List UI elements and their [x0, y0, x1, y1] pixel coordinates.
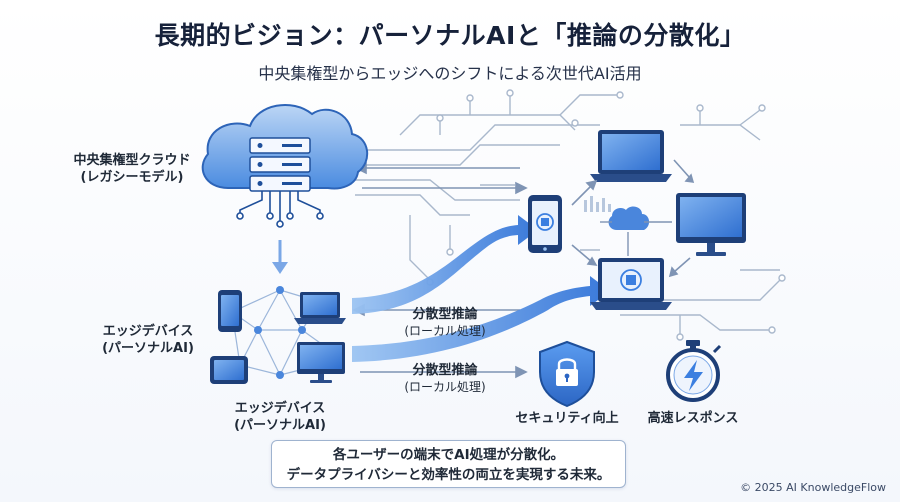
distributed-label-2: 分散型推論 (ローカル処理) — [400, 362, 490, 396]
cloud-label: 中央集権型クラウド (レガシーモデル) — [62, 152, 202, 186]
smartphone-icon — [528, 195, 562, 253]
smartphone-icon — [218, 290, 242, 332]
edge-left-label-line1: エッジデバイス — [102, 324, 194, 339]
laptop-icon — [590, 258, 672, 310]
laptop-icon — [590, 130, 672, 182]
distributed-label-2-title: 分散型推論 — [412, 363, 478, 378]
summary-line2: データプライバシーと効率性の両立を実現する未来。 — [286, 467, 611, 483]
edge-left-label-line2: (パーソナルAI) — [102, 341, 194, 356]
down-arrow — [272, 240, 288, 274]
tablet-icon — [210, 356, 248, 384]
edge-bottom-label-line1: エッジデバイス — [234, 401, 326, 416]
edge-bottom-label-line2: (パーソナルAI) — [234, 418, 326, 433]
stopwatch-icon — [666, 340, 722, 402]
monitor-icon — [676, 193, 746, 256]
lock-shield-icon — [539, 340, 595, 408]
laptop-icon — [294, 292, 346, 324]
distributed-label-1-title: 分散型推論 — [412, 307, 478, 322]
cloud-label-line2: (レガシーモデル) — [80, 170, 184, 185]
page-subtitle: 中央集権型からエッジへのシフトによる次世代AI活用 — [258, 64, 642, 83]
small-cloud-icon — [600, 206, 672, 256]
page-title: 長期的ビジョン：パーソナルAIと「推論の分散化」 — [154, 21, 746, 50]
distributed-label-1-sub: (ローカル処理) — [404, 324, 486, 338]
cloud-server-icon — [201, 103, 368, 228]
edge-bottom-label: エッジデバイス (パーソナルAI) — [220, 400, 340, 434]
monitor-icon — [297, 342, 345, 383]
speed-label: 高速レスポンス — [647, 411, 739, 426]
edge-left-label: エッジデバイス (パーソナルAI) — [92, 323, 204, 357]
summary-box: 各ユーザーの端末でAI処理が分散化。 データプライバシーと効率性の両立を実現する… — [271, 440, 626, 488]
device-link-arrows — [571, 159, 695, 278]
distributed-flow-arrows — [352, 215, 610, 362]
summary-line1: 各ユーザーの端末でAI処理が分散化。 — [332, 447, 565, 463]
cloud-label-line1: 中央集権型クラウド — [73, 153, 191, 168]
copyright: © 2025 AI KnowledgeFlow — [740, 481, 886, 494]
security-label: セキュリティ向上 — [515, 411, 619, 426]
distributed-label-2-sub: (ローカル処理) — [404, 380, 486, 394]
distributed-label-1: 分散型推論 (ローカル処理) — [400, 306, 490, 340]
bar-chart-icon — [584, 196, 611, 212]
circuit-lines — [355, 94, 781, 335]
